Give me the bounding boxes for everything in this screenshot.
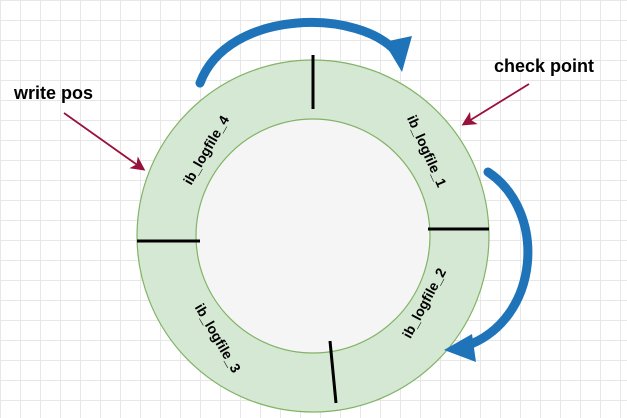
advance-arrow-right-head [444,334,476,362]
divider-bottom [328,340,338,404]
advance-arrow-right [461,167,533,351]
ring-center [195,118,431,354]
write-pos-label: write pos [14,83,94,103]
check-point-pointer [461,83,530,126]
advance-arrow-top [195,18,403,88]
check-point-label: check point [494,56,595,76]
advance-arrow-top-head [384,36,412,72]
write-pos-pointer [63,112,146,171]
